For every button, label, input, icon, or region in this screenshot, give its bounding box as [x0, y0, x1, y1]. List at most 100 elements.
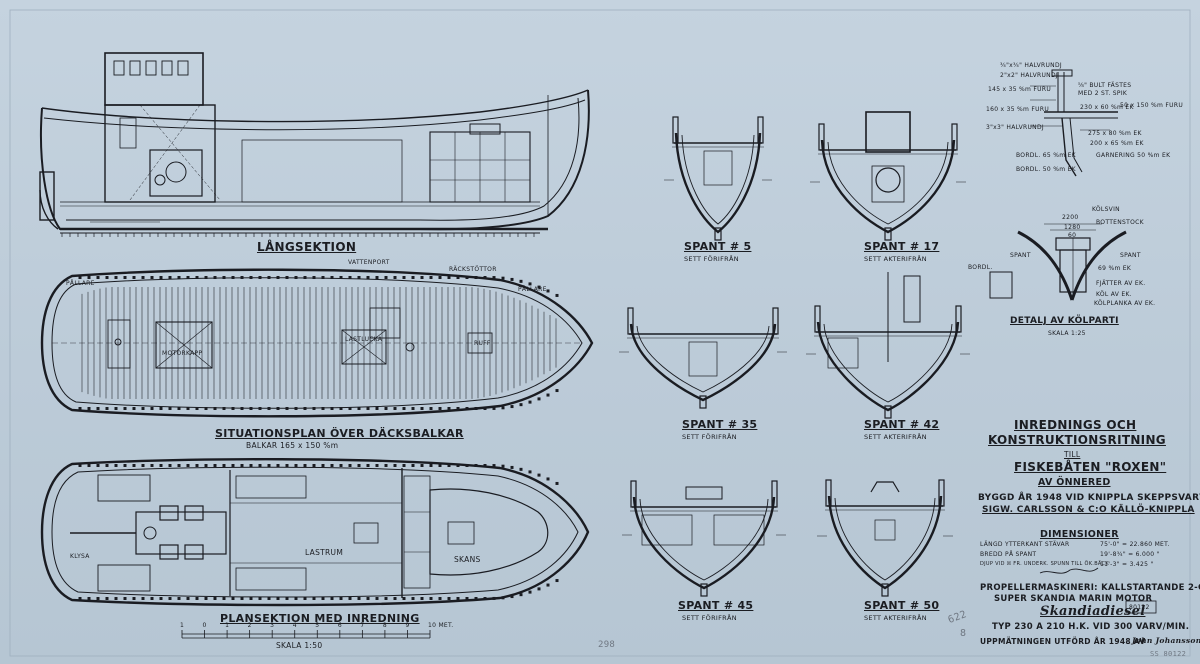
stanchion — [384, 407, 388, 410]
plan-label-klysa: KLYSA — [70, 553, 90, 560]
stanchion — [87, 597, 91, 600]
stanchion — [195, 407, 199, 410]
stanchion — [438, 464, 442, 467]
stanchion — [168, 597, 172, 600]
stanchion — [528, 282, 532, 286]
stanchion — [492, 596, 496, 600]
stanchion — [258, 464, 262, 467]
stanchion — [159, 464, 163, 467]
stanchion — [222, 407, 226, 410]
longitudinal-section — [39, 52, 590, 234]
stanchion — [492, 406, 496, 410]
keel-note: SPANT — [1120, 252, 1141, 259]
stanchion — [348, 464, 352, 467]
stanchion — [159, 597, 163, 600]
bulwark-note: BORDL. 50 %m EK — [1016, 166, 1076, 173]
stanchion — [96, 464, 100, 467]
stanchion — [267, 407, 271, 410]
stanchion — [141, 597, 145, 600]
bulwark-note: GARNERING 50 %m EK — [1096, 152, 1171, 159]
dim-label-breadth: BREDD PÅ SPANT — [980, 551, 1037, 558]
stanchion — [204, 276, 208, 279]
vessel-origin: AV ÖNNERED — [1038, 477, 1111, 488]
frame-42-view: SETT AKTERIFRÅN — [864, 433, 927, 441]
stanchion — [240, 276, 244, 279]
keel-dim: 2200 — [1062, 214, 1079, 221]
deck-label-motorkapp: MOTORKAPP — [162, 350, 203, 357]
bulwark-note: 145 x 35 %m FURU — [988, 86, 1052, 93]
stanchion — [186, 407, 190, 410]
plan-section-title: PLANSEKTION MED INREDNING — [220, 612, 420, 625]
scale-tick-label: 4 — [292, 622, 297, 629]
dim-label-depth: DJUP VID ☒ FR. UNDERK. SPUNN TILL ÖK.BÄC… — [980, 561, 1109, 567]
stanchion — [357, 407, 361, 410]
keel-dim: 60 — [1068, 232, 1077, 239]
stanchion — [168, 276, 172, 279]
stanchion — [168, 464, 172, 467]
stanchion — [321, 464, 325, 467]
stanchion — [186, 464, 190, 467]
stanchion — [186, 597, 190, 600]
stanchion — [177, 464, 181, 467]
stanchion — [483, 276, 487, 279]
stanchion — [303, 276, 307, 279]
stanchion — [294, 276, 298, 279]
stanchion — [303, 407, 307, 410]
scale-bar — [182, 633, 430, 639]
stanchion — [429, 464, 433, 467]
keel-detail — [989, 223, 1127, 301]
stanchion — [483, 407, 487, 410]
stanchion — [96, 407, 100, 410]
long-section-title: LÅNGSEKTION — [257, 240, 357, 254]
stanchion — [474, 276, 478, 279]
frame-50-view: SETT AKTERIFRÅN — [864, 614, 927, 622]
bulwark-note: 50 x 150 %m FURU — [1120, 102, 1184, 109]
stanchion — [213, 276, 217, 279]
stanchion — [240, 464, 244, 467]
stanchion — [411, 276, 415, 279]
title-line-3: TILL — [1064, 450, 1081, 459]
bulwark-note: 160 x 35 %m FURU — [986, 106, 1050, 113]
stanchion — [294, 407, 298, 410]
pencil-mark-2: 8 — [960, 628, 967, 639]
deck-label-ruff: RUFF — [474, 340, 491, 347]
keel-note: BORDL. — [968, 264, 993, 271]
deck-label-vattenport: VATTENPORT — [348, 259, 390, 266]
stanchion — [96, 276, 100, 279]
stanchion — [330, 276, 334, 279]
stanchion — [114, 597, 118, 600]
scale-tick-label: 8 — [382, 622, 388, 629]
frame-35-title: SPANT # 35 — [682, 418, 758, 431]
stanchion — [501, 276, 505, 280]
stanchion — [537, 397, 541, 401]
frame-5-view: SETT FÖRIFRÅN — [684, 255, 739, 263]
deck-plan-title: SITUATIONSPLAN ÖVER DÄCKSBALKAR — [215, 427, 464, 440]
keel-note: SPANT — [1010, 252, 1031, 259]
stanchion — [429, 407, 433, 410]
stanchion — [249, 276, 253, 279]
stanchion — [177, 407, 181, 410]
frame-5-section — [664, 116, 772, 241]
stanchion — [501, 406, 505, 410]
frame-5-title: SPANT # 5 — [684, 240, 752, 253]
stanchion — [555, 481, 559, 485]
stanchion — [267, 464, 271, 467]
stanchion — [213, 407, 217, 410]
stanchion — [456, 276, 460, 279]
frame-45-view: SETT FÖRIFRÅN — [682, 614, 737, 622]
stanchion — [465, 464, 469, 467]
sheet-border — [9, 9, 1191, 657]
archive-stamp — [1125, 600, 1157, 614]
stanchion — [339, 276, 343, 279]
keel-note: BOTTENSTOCK — [1096, 219, 1144, 226]
stanchion — [321, 276, 325, 279]
stanchion — [447, 276, 451, 279]
stanchion — [204, 407, 208, 410]
stanchion — [348, 407, 352, 410]
stanchion — [312, 464, 316, 467]
stanchion — [123, 276, 127, 279]
stanchion — [87, 407, 91, 410]
deck-label-lastlucka: LASTLUCKA — [345, 336, 383, 343]
stanchion — [276, 276, 280, 279]
